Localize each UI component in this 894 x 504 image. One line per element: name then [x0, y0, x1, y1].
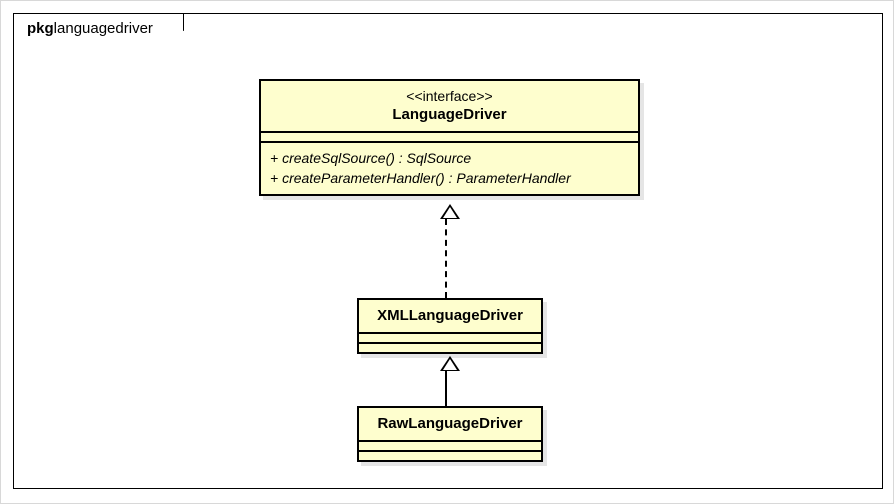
class-header-xml-language-driver: XMLLanguageDriver	[359, 300, 541, 334]
realization-arrowhead-icon	[440, 204, 460, 219]
realization-connector	[445, 219, 447, 298]
attributes-compartment	[359, 442, 541, 452]
generalization-connector	[445, 371, 447, 406]
class-name: LanguageDriver	[392, 106, 507, 123]
package-name: languagedriver	[53, 20, 153, 37]
class-box-xml-language-driver[interactable]: XMLLanguageDriver	[357, 298, 543, 354]
class-header-language-driver: <<interface>> LanguageDriver	[261, 81, 638, 133]
package-tab	[13, 13, 184, 45]
methods-compartment	[359, 452, 541, 460]
class-box-language-driver[interactable]: <<interface>> LanguageDriver + createSql…	[259, 79, 640, 196]
package-label: pkglanguagedriver	[27, 20, 153, 38]
method-item: + createParameterHandler() : ParameterHa…	[270, 170, 571, 186]
attributes-compartment	[359, 334, 541, 344]
generalization-arrowhead-icon	[440, 356, 460, 371]
method-item: + createSqlSource() : SqlSource	[270, 150, 472, 166]
methods-compartment	[359, 344, 541, 352]
package-frame: <<interface>> LanguageDriver + createSql…	[13, 13, 883, 489]
class-stereotype: <<interface>>	[406, 88, 493, 104]
package-tab-seam	[14, 44, 183, 47]
class-box-raw-language-driver[interactable]: RawLanguageDriver	[357, 406, 543, 462]
class-name: XMLLanguageDriver	[377, 307, 523, 324]
class-header-raw-language-driver: RawLanguageDriver	[359, 408, 541, 442]
package-keyword: pkg	[27, 20, 54, 37]
attributes-compartment	[261, 133, 638, 143]
class-name: RawLanguageDriver	[377, 415, 523, 432]
package-tab-inner	[15, 15, 182, 45]
methods-compartment: + createSqlSource() : SqlSource + create…	[261, 143, 638, 194]
